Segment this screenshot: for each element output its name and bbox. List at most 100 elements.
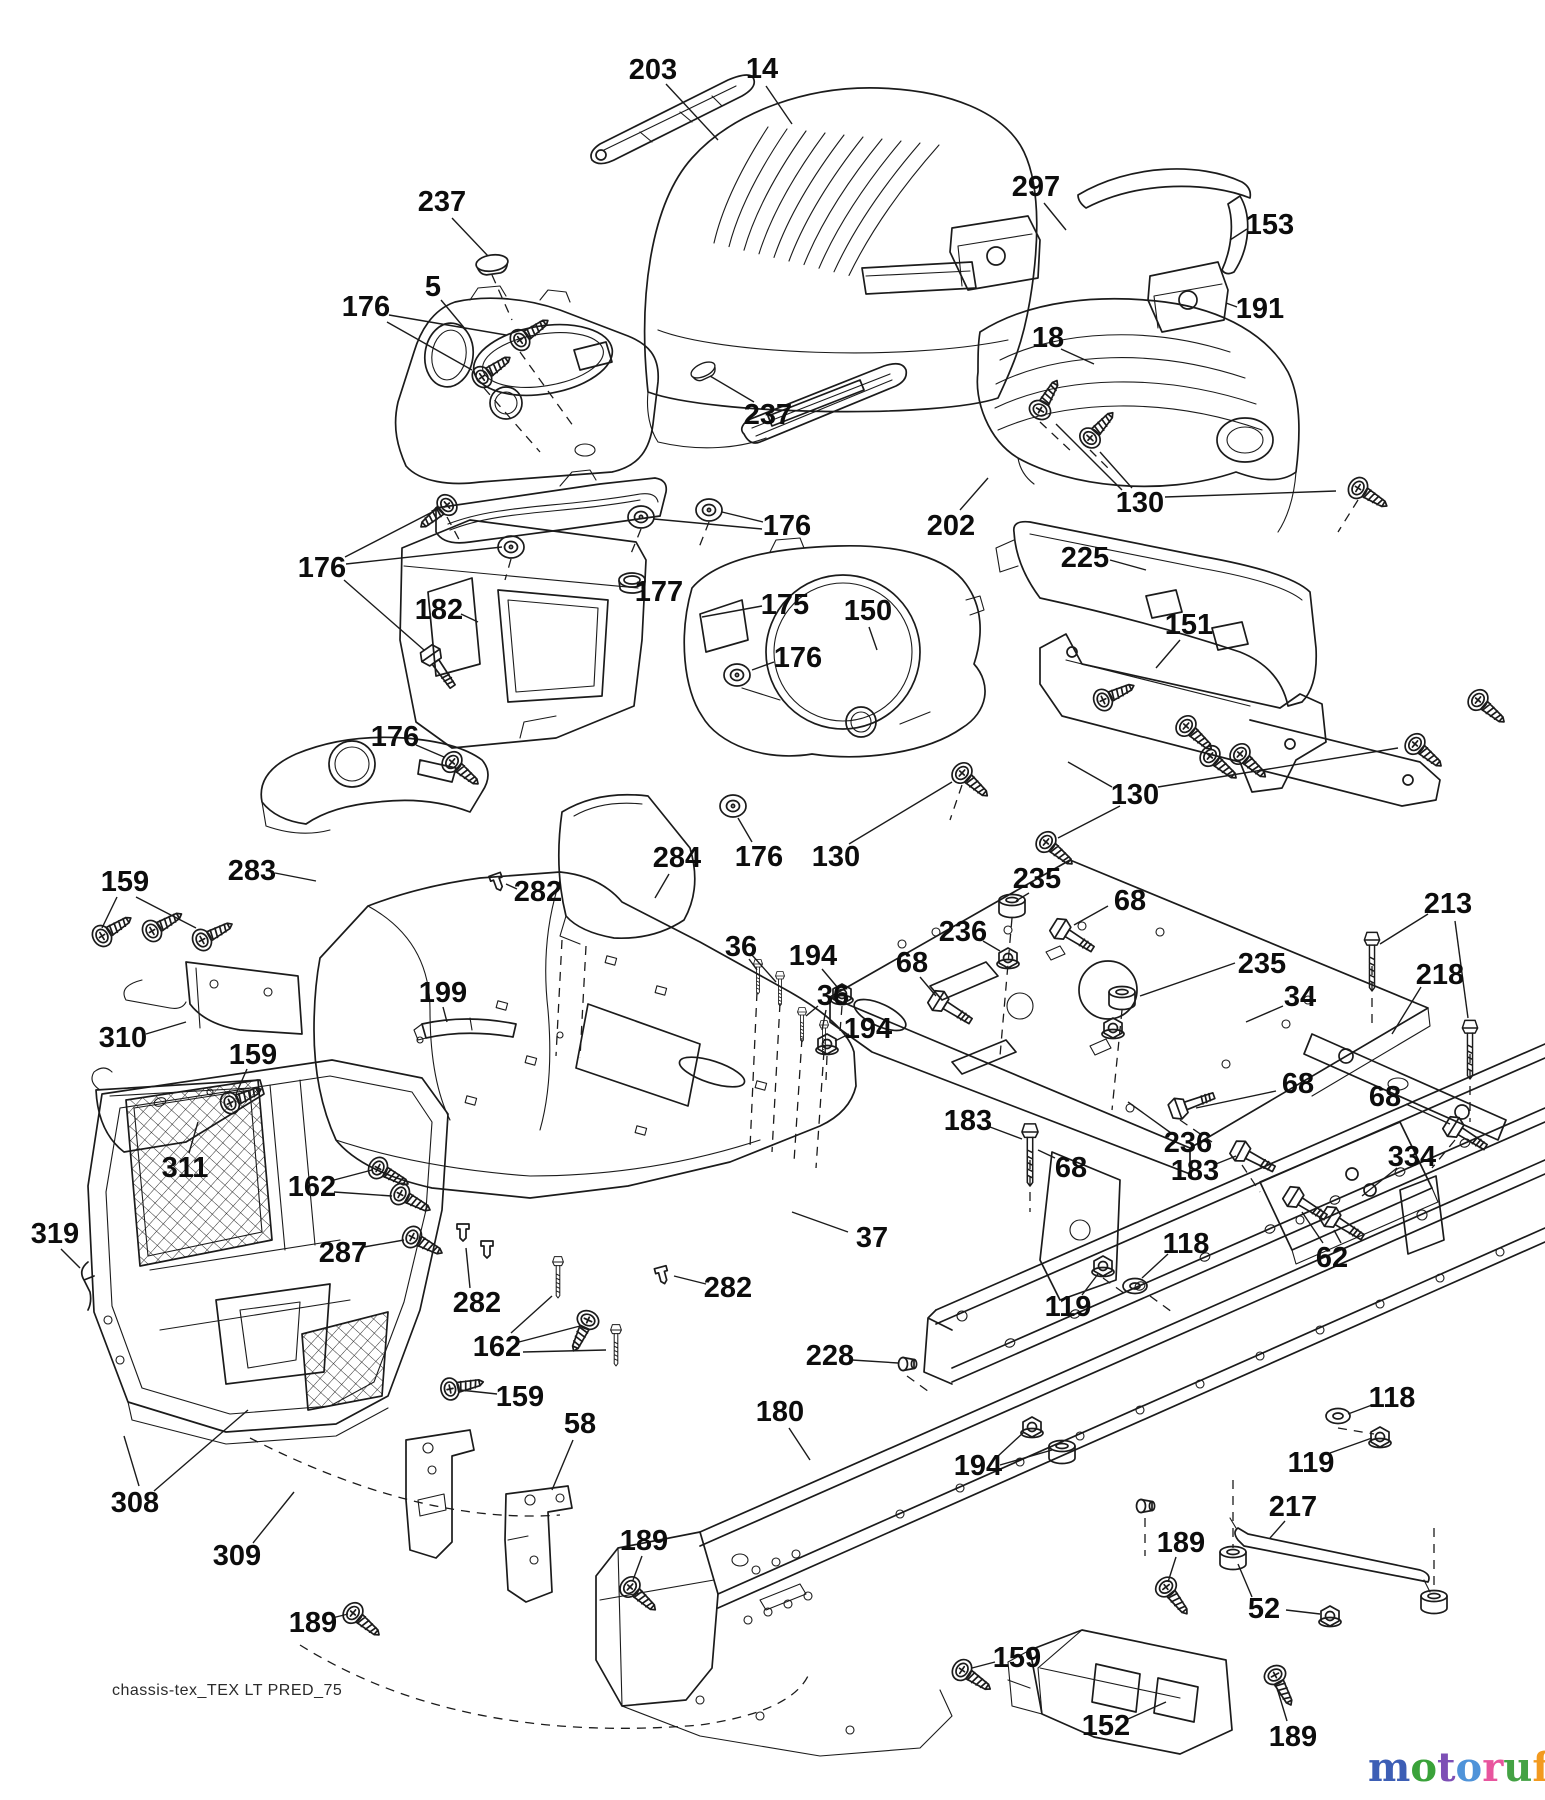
grille-screen-lower-part <box>301 1311 389 1411</box>
leader-line-176 <box>344 507 441 558</box>
leader-line-177 <box>636 581 646 587</box>
part-label-225: 225 <box>1061 542 1109 574</box>
leader-line-176 <box>751 661 775 671</box>
leader-line-225 <box>1109 559 1147 571</box>
part-label-58: 58 <box>564 1408 596 1440</box>
dash-lower-part <box>399 519 647 749</box>
dashed-guide-line <box>1337 1427 1375 1435</box>
fastener-screw <box>1343 473 1394 517</box>
seat-pan-part <box>557 793 696 945</box>
part-label-177: 177 <box>635 576 683 608</box>
part-label-194: 194 <box>954 1450 1002 1482</box>
fastener-bushing <box>1420 1589 1448 1615</box>
fastener-screw <box>438 1370 487 1403</box>
part-label-218: 218 <box>1416 959 1464 991</box>
part-label-284: 284 <box>653 842 701 874</box>
hood-vent-line <box>713 126 769 244</box>
headlight-lens-right-part <box>1147 261 1229 333</box>
part-label-236: 236 <box>1164 1127 1212 1159</box>
leader-line-159 <box>459 1389 498 1395</box>
part-label-52: 52 <box>1248 1593 1280 1625</box>
fastener-bolt <box>1227 1136 1280 1180</box>
fastener-washer <box>1325 1407 1351 1425</box>
dashed-guide-line <box>519 351 577 431</box>
leader-line-213 <box>1454 920 1469 1019</box>
hood-vent-line <box>728 128 788 248</box>
part-label-68: 68 <box>896 947 928 979</box>
leader-line-62 <box>1333 1229 1342 1244</box>
dashed-guide-line <box>949 784 963 821</box>
leader-line-36 <box>821 1009 827 1031</box>
leader-line-217 <box>1269 1520 1286 1539</box>
dashed-guide-line <box>825 1055 828 1081</box>
leader-line-130 <box>1157 747 1399 788</box>
seat-bracket-part <box>123 961 303 1035</box>
console-part <box>260 736 489 834</box>
part-label-202: 202 <box>927 510 975 542</box>
leader-line-183 <box>989 1126 1023 1140</box>
dashed-guide-line <box>504 558 512 581</box>
part-label-130: 130 <box>1116 487 1164 519</box>
fastener-grommet <box>723 663 751 687</box>
part-label-237: 237 <box>744 399 792 431</box>
part-label-176: 176 <box>763 510 811 542</box>
leader-line-68 <box>1195 1090 1277 1109</box>
fastener-nut <box>1091 1255 1115 1278</box>
hood-vent-line <box>788 136 864 262</box>
part-label-282: 282 <box>514 876 562 908</box>
leader-line-37 <box>791 1211 849 1233</box>
dashed-guide-line <box>697 521 710 551</box>
leader-line-130 <box>1067 761 1113 788</box>
leader-line-176 <box>343 579 425 651</box>
logo-letter: o <box>1455 1744 1483 1791</box>
dash-vent-part <box>740 362 908 444</box>
dashed-guide-line <box>906 1375 933 1395</box>
part-label-189: 189 <box>1157 1527 1205 1559</box>
leader-line-36 <box>748 958 758 971</box>
dashed-guide-line <box>815 1050 825 1169</box>
leader-line-52 <box>1285 1609 1321 1615</box>
part-label-282: 282 <box>704 1272 752 1304</box>
leader-line-284 <box>654 873 670 899</box>
part-label-151: 151 <box>1165 609 1213 641</box>
part-label-235: 235 <box>1013 863 1061 895</box>
fastener-cclip <box>897 1356 918 1372</box>
leader-line-282 <box>673 1275 707 1285</box>
part-label-150: 150 <box>844 595 892 627</box>
fastener-screw <box>615 1571 664 1619</box>
leader-line-297 <box>1043 202 1067 231</box>
dashed-guide-line <box>629 528 642 557</box>
dashed-guide-line <box>1102 1277 1129 1297</box>
fastener-clip <box>480 1240 494 1259</box>
dashed-guide-line <box>1241 1164 1261 1193</box>
dashed-guide-line <box>1039 421 1073 453</box>
leader-line-237 <box>451 217 489 257</box>
assembly-dashed-lines <box>249 274 1471 1729</box>
part-label-334: 334 <box>1388 1141 1436 1173</box>
part-label-176: 176 <box>735 841 783 873</box>
leader-line-118 <box>1141 1253 1169 1279</box>
part-label-217: 217 <box>1269 1491 1317 1523</box>
leader-line-235 <box>1139 962 1236 997</box>
frame-rail-upper-part <box>923 1043 1545 1385</box>
leader-line-228 <box>851 1359 899 1364</box>
dashed-guide-line <box>999 917 1013 1057</box>
part-label-118: 118 <box>1163 1228 1210 1260</box>
leader-line-150 <box>868 626 878 651</box>
leader-line-282 <box>465 1247 471 1289</box>
part-label-176: 176 <box>342 291 390 323</box>
windshield-trim-part <box>590 74 756 165</box>
bumper-part <box>995 520 1318 707</box>
dashed-guide-line <box>1089 449 1109 469</box>
hood-vent-line <box>743 130 807 251</box>
leader-line-162 <box>510 1295 553 1334</box>
motoruf-logo: motoruf.de <box>1368 1748 1545 1795</box>
fastener-screw <box>437 746 486 794</box>
leader-line-5 <box>440 299 467 331</box>
fastener-cclip <box>1135 1498 1156 1514</box>
leader-line-118 <box>1347 1404 1373 1415</box>
leader-line-130 <box>1055 423 1123 491</box>
chassis-plate-part <box>829 859 1431 1175</box>
part-label-162: 162 <box>473 1331 521 1363</box>
